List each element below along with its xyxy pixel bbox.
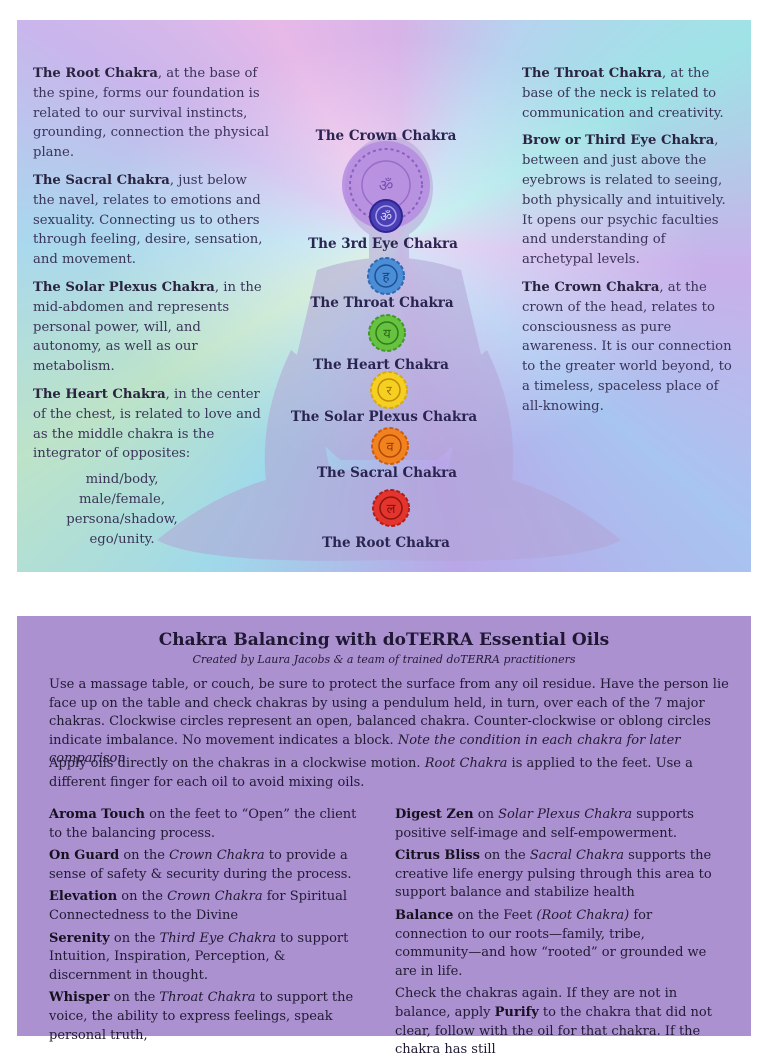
crown-chakra-label: The Crown Chakra: [315, 128, 457, 144]
brow-description: Brow or Third Eye Chakra, between and ju…: [522, 133, 726, 268]
oil-item: Digest Zen on Solar Plexus Chakra suppor…: [395, 807, 694, 841]
oil-item: Whisper on the Throat Chakra to support …: [49, 990, 354, 1043]
card-title: Chakra Balancing with doTERRA Essential …: [158, 630, 610, 650]
opposites-list: mind/body, male/female, persona/shadow, …: [33, 470, 269, 549]
third-eye-chakra-icon: ॐ: [369, 199, 403, 233]
left-description-column: The Root Chakra, at the base of the spin…: [33, 64, 269, 549]
sacral-chakra-label: The Sacral Chakra: [316, 465, 458, 481]
apply-paragraph: Apply oils directly on the chakras in a …: [49, 756, 693, 790]
opposite-item: ego/unity.: [89, 531, 155, 547]
oil-item: On Guard on the Crown Chakra to provide …: [49, 848, 352, 882]
sacral-chakra-icon: व: [371, 427, 409, 465]
opposite-item: mind/body,: [85, 472, 159, 488]
root-chakra-icon: ल: [372, 489, 410, 527]
oil-balancing-card: Chakra Balancing with doTERRA Essential …: [17, 616, 751, 1057]
svg-text:र: र: [386, 384, 392, 399]
heart-chakra-label: The Heart Chakra: [313, 357, 449, 373]
throat-chakra-icon: ह: [367, 257, 405, 295]
oil-item: Serenity on the Third Eye Chakra to supp…: [49, 930, 349, 983]
intro-paragraph: Use a massage table, or couch, be sure t…: [49, 677, 729, 767]
opposite-item: male/female,: [78, 491, 166, 507]
oil-item: Balance on the Feet (Root Chakra) for co…: [395, 907, 707, 979]
check-paragraph: Check the chakras again. If they are not…: [395, 986, 712, 1058]
oil-item: Elevation on the Crown Chakra for Spirit…: [49, 889, 347, 923]
root-description: The Root Chakra, at the base of the spin…: [33, 66, 269, 161]
right-description-column: The Throat Chakra, at the base of the ne…: [522, 64, 736, 425]
chakra-poster: The Root Chakra, at the base of the spin…: [17, 20, 751, 572]
right-oil-list: Digest Zen on Solar Plexus Chakra suppor…: [395, 806, 713, 1064]
svg-text:व: व: [386, 440, 394, 455]
svg-text:ॐ: ॐ: [380, 210, 392, 225]
sacral-description: The Sacral Chakra, just below the navel,…: [33, 172, 263, 268]
svg-text:ह: ह: [383, 270, 391, 285]
oil-item: Aroma Touch on the feet to “Open” the cl…: [49, 807, 357, 841]
crown-description: The Crown Chakra, at the crown of the he…: [522, 279, 732, 414]
solar-plexus-chakra-label: The Solar Plexus Chakra: [290, 409, 478, 425]
throat-chakra-label: The Throat Chakra: [310, 295, 454, 311]
svg-text:य: य: [383, 327, 391, 342]
root-chakra-label: The Root Chakra: [322, 535, 450, 551]
svg-text:ॐ: ॐ: [379, 176, 394, 195]
heart-description: The Heart Chakra, in the center of the c…: [33, 386, 261, 462]
left-oil-list: Aroma Touch on the feet to “Open” the cl…: [49, 806, 367, 1049]
third-eye-chakra-label: The 3rd Eye Chakra: [308, 236, 458, 252]
throat-description: The Throat Chakra, at the base of the ne…: [522, 66, 724, 121]
solar-plexus-chakra-icon: र: [370, 371, 408, 409]
oil-item: Citrus Bliss on the Sacral Chakra suppor…: [395, 848, 712, 901]
card-subtitle: Created by Laura Jacobs & a team of trai…: [192, 653, 576, 666]
opposite-item: persona/shadow,: [66, 511, 178, 527]
svg-text:ल: ल: [387, 502, 396, 517]
heart-chakra-icon: य: [368, 314, 406, 352]
solar-description: The Solar Plexus Chakra, in the mid-abdo…: [33, 279, 262, 375]
